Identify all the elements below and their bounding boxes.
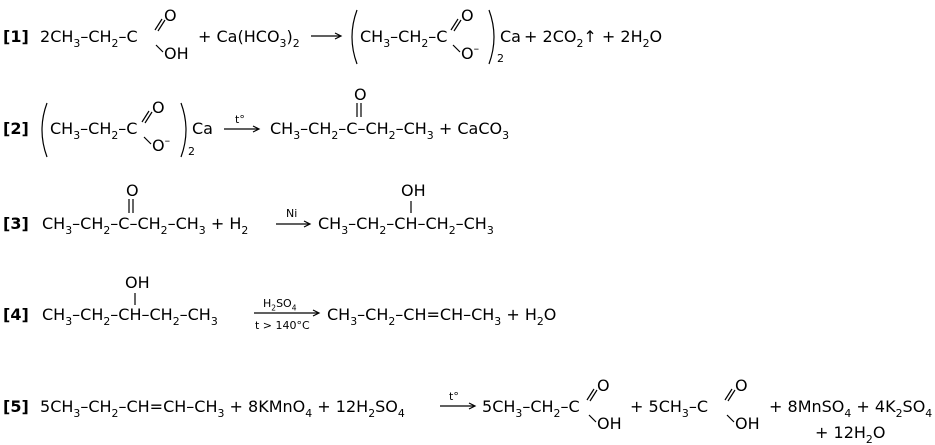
ketone-oxygen: O [126,181,139,200]
reaction-label: [5] [3,397,29,416]
calcium: Ca [500,27,521,46]
reactant-acid: 2CH3–CH2–C [40,27,138,50]
alcohol-product: CH3–CH2–CH–CH2–CH3 [318,214,494,237]
single-bond-line [143,136,152,145]
condition-temperature: t > 140°C [255,319,310,332]
double-bond-line [724,388,733,401]
reactants: 5CH3–CH2–CH=CH–CH3 + 8KMnO4 + 12H2SO4 [40,397,405,420]
close-bracket [488,9,495,65]
carbonyl-oxygen: O [597,376,610,395]
single-bond-line [726,414,735,423]
reaction-arrow [311,32,343,40]
condition-acid: H2SO4 [263,297,297,312]
reaction-2: [2] CH3–CH2–C O O– 2 Ca t° O CH3–CH2–C–C… [3,85,509,158]
reaction-arrow [254,309,321,317]
hydroxyl-group: OH [597,414,622,433]
reaction-arrow [440,402,477,410]
hydroxyl-group: OH [125,273,150,292]
condition-heat: t° [235,113,245,126]
carbonyl-oxygen: O [461,6,474,25]
ketone-oxygen: O [354,85,367,104]
other-products: + 2CO2↑ + 2H2O [524,27,662,50]
double-bond-line [154,18,163,31]
carboxylate-oxygen: O– [461,42,479,63]
double-bond-line [727,389,736,402]
reactant-calcium-bicarbonate: + Ca(HCO3)2 [198,27,300,50]
double-bond-line [586,388,595,401]
salts-products: + 8MnSO4 + 4K2SO4 [769,397,932,420]
ketone-reactant: CH3–CH2–C–CH2–CH3 + H2 [42,214,248,237]
double-bond-line [141,110,150,123]
carboxylate-oxygen: O– [152,134,170,155]
reaction-label: [2] [3,119,29,138]
condition-heat: t° [449,390,459,403]
bracket-subscript: 2 [188,145,195,158]
reaction-arrow [276,220,312,228]
reaction-3: [3] O CH3–CH2–C–CH2–CH3 + H2 Ni OH CH3–C… [3,181,494,237]
reaction-label: [4] [3,305,29,324]
carbonyl-oxygen: O [735,376,748,395]
bracket-subscript: 2 [497,52,504,65]
open-bracket [351,9,358,65]
reaction-arrow [224,125,261,133]
reaction-1: [1] 2CH3–CH2–C O OH + Ca(HCO3)2 CH3–CH2–… [3,6,662,65]
alkene-product: CH3–CH2–CH=CH–CH3 + H2O [327,305,556,328]
double-bond-line [589,389,598,402]
reaction-label: [3] [3,214,29,233]
hydroxyl-group: OH [735,414,760,433]
reaction-4: [4] OH CH3–CH2–CH–CH2–CH3 H2SO4 t > 140°… [3,273,556,332]
salt-chain: CH3–CH2–C [360,27,447,50]
calcium: Ca [192,119,213,138]
propanoic-acid: 5CH3–CH2–C [482,397,580,420]
alcohol-reactant: CH3–CH2–CH–CH2–CH3 [42,305,218,328]
carbonyl-oxygen: O [164,6,177,25]
water-product: + 12H2O [815,423,885,445]
hydroxyl-group: OH [164,44,189,63]
double-bond-line [450,18,459,31]
single-bond-line [155,44,164,53]
open-bracket [41,102,48,158]
ketone-product: CH3–CH2–C–CH2–CH3 + CaCO3 [270,119,509,142]
hydroxyl-group: OH [401,181,426,200]
carbonyl-oxygen: O [152,98,165,117]
salt-chain: CH3–CH2–C [50,119,137,142]
double-bond-line [144,111,153,124]
close-bracket [180,102,187,158]
single-bond-line [588,414,597,423]
reaction-label: [1] [3,27,29,46]
acetic-acid: + 5CH3–C [630,397,708,420]
single-bond-line [452,44,461,53]
reaction-5: [5] 5CH3–CH2–CH=CH–CH3 + 8KMnO4 + 12H2SO… [3,376,932,445]
condition-catalyst: Ni [286,207,297,220]
double-bond-line [453,19,462,32]
double-bond-line [157,19,166,32]
